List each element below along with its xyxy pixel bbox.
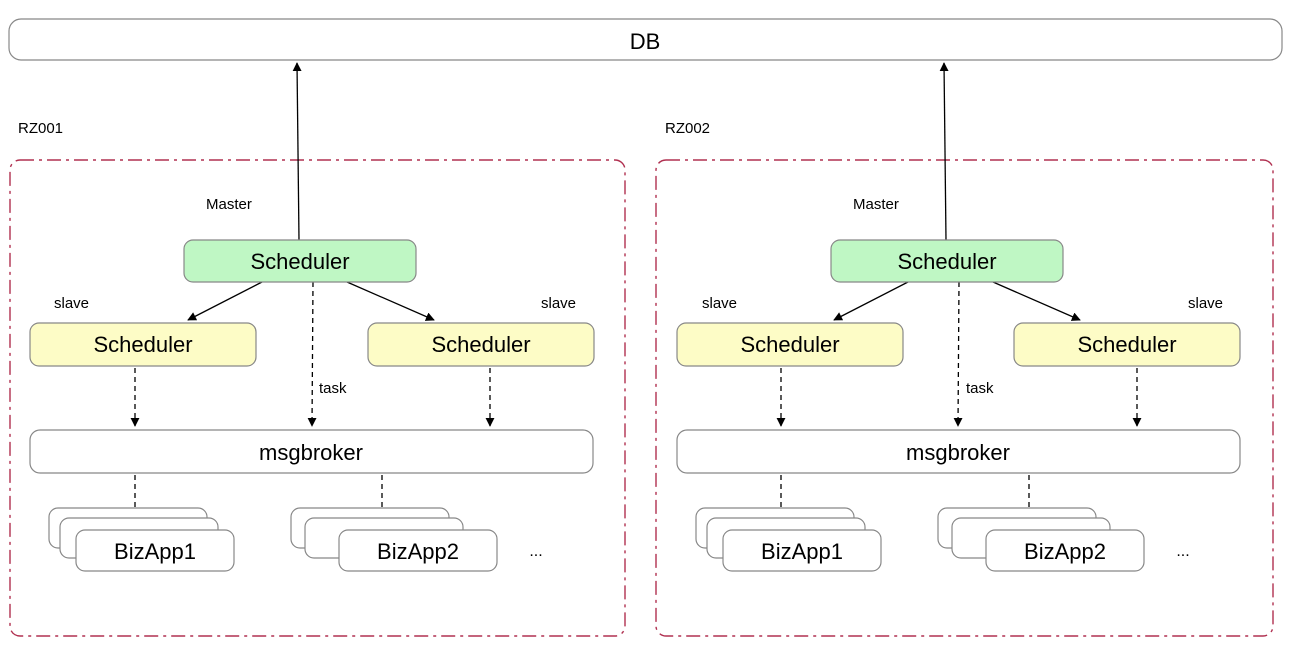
zone-label: RZ002 [665,120,710,137]
master-scheduler-node: Scheduler [830,239,1064,283]
zone-label: RZ001 [18,120,63,137]
slave-left-label: slave [702,295,737,312]
task-label: task [319,380,347,397]
bizapp2-stack-card-front [338,529,498,572]
slave-scheduler-right-node: Scheduler [367,322,595,367]
zone-border [9,159,626,637]
zone-rz002: RZ002 Master slave slave task Scheduler … [655,62,1274,637]
msgbroker-label: msgbroker [259,440,363,465]
edge-master-to-slave-left [187,281,263,321]
edge-master-task [953,281,963,427]
slave-right-label: slave [1188,295,1223,312]
more-apps-ellipsis: ... [1176,543,1189,560]
bizapp1-stack-card-front [722,529,882,572]
edge-master-to-db [939,62,949,241]
master-scheduler-box [830,239,1064,283]
zone-rz001: RZ001 Master slave slave task Scheduler … [9,62,626,637]
slave-scheduler-left-box [676,322,904,367]
slave-scheduler-right-box [1013,322,1241,367]
bizapp2-label: BizApp2 [1024,539,1106,564]
slave-scheduler-left-box [29,322,257,367]
slave-left-label: slave [54,295,89,312]
slave-scheduler-left-label: Scheduler [93,332,192,357]
msgbroker-node: msgbroker [676,429,1241,474]
slave-scheduler-left-node: Scheduler [676,322,904,367]
msgbroker-box [676,429,1241,474]
master-label: Master [853,196,899,213]
slave-scheduler-left-label: Scheduler [740,332,839,357]
slave-scheduler-right-box [367,322,595,367]
bizapp1-label: BizApp1 [114,539,196,564]
bizapp2-stack: BizApp2 [290,507,498,572]
more-apps-ellipsis: ... [529,543,542,560]
master-label: Master [206,196,252,213]
bizapp1-stack: BizApp1 [48,507,235,572]
edge-master-to-slave-right [992,281,1081,321]
slave-right-label: slave [541,295,576,312]
bizapp2-stack-card-front [985,529,1145,572]
db-node-box [8,18,1283,61]
edge-master-to-slave-left [833,281,909,321]
slave-scheduler-right-label: Scheduler [1077,332,1176,357]
msgbroker-label: msgbroker [906,440,1010,465]
slave-scheduler-right-label: Scheduler [431,332,530,357]
bizapp1-stack: BizApp1 [695,507,882,572]
master-scheduler-node: Scheduler [183,239,417,283]
edge-master-to-slave-right [346,281,435,321]
master-scheduler-label: Scheduler [897,249,996,274]
bizapp1-stack-card-front [75,529,235,572]
master-scheduler-label: Scheduler [250,249,349,274]
master-scheduler-box [183,239,417,283]
db-label: DB [630,29,661,54]
zone-border [655,159,1274,637]
msgbroker-node: msgbroker [29,429,594,474]
slave-scheduler-right-node: Scheduler [1013,322,1241,367]
task-label: task [966,380,994,397]
db-node: DB [8,18,1283,61]
msgbroker-box [29,429,594,474]
bizapp2-label: BizApp2 [377,539,459,564]
slave-scheduler-left-node: Scheduler [29,322,257,367]
bizapp1-label: BizApp1 [761,539,843,564]
bizapp2-stack: BizApp2 [937,507,1145,572]
edge-master-task [307,281,317,427]
edge-master-to-db [292,62,302,241]
